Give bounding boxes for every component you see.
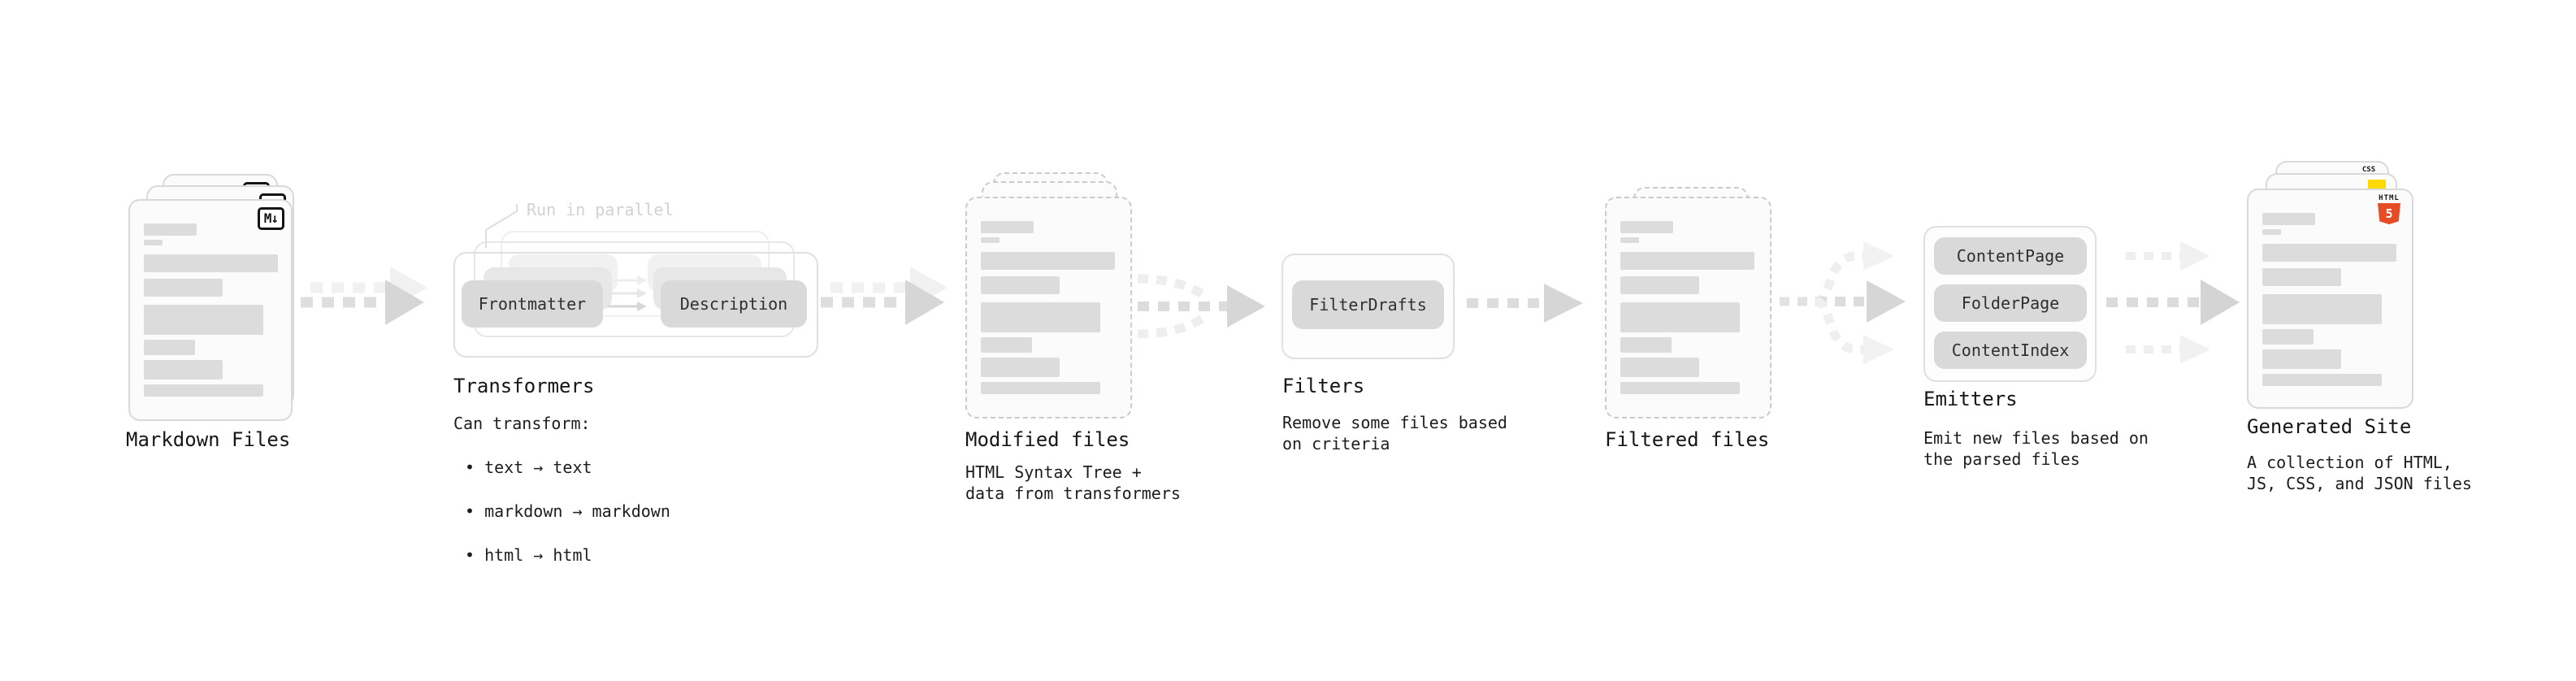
transformer-parallel-arrows: [608, 275, 647, 311]
transformers-bullets: text → text markdown → markdown html → h…: [465, 435, 670, 588]
arrow-modified-to-filters-merge: [1137, 274, 1265, 339]
generated-site-sublabel: A collection of HTML, JS, CSS, and JSON …: [2247, 453, 2472, 493]
site-file-card-html: HTML 5: [2247, 189, 2413, 409]
arrow-emitters-to-site: [2106, 241, 2240, 364]
filters-label: Filters: [1282, 375, 1365, 397]
document-placeholder-lines: [981, 221, 1115, 394]
generated-site-label: Generated Site: [2247, 415, 2412, 438]
filters-sublabel: Remove some files based on criteria: [1282, 413, 1507, 453]
modified-files-label: Modified files: [965, 428, 1130, 451]
run-in-parallel-leader-line: [485, 204, 518, 248]
folderpage-chip: FolderPage: [1934, 284, 2087, 322]
frontmatter-chip: Frontmatter: [462, 280, 603, 327]
arrow-filters-to-filtered: [1467, 284, 1583, 323]
js-file-icon: [2368, 180, 2386, 189]
transformers-sub-title: Can transform:: [453, 414, 591, 433]
filterdrafts-chip: FilterDrafts: [1292, 280, 1444, 329]
emitters-label: Emitters: [1923, 388, 2018, 410]
modified-files-sublabel: HTML Syntax Tree + data from transformer…: [965, 462, 1181, 503]
html5-icon: HTML 5: [2373, 194, 2405, 224]
bullet-html-to-html: html → html: [465, 544, 670, 566]
filtered-file-card-front: [1605, 197, 1772, 419]
arrow-transformers-to-modified: [821, 267, 948, 325]
modified-file-card-front: [965, 197, 1132, 419]
markdown-files-label: Markdown Files: [126, 428, 291, 451]
document-placeholder-lines: [1620, 221, 1754, 394]
transformers-layer-front: [453, 252, 818, 358]
emitters-sublabel: Emit new files based on the parsed files: [1923, 428, 2149, 469]
bullet-markdown-to-markdown: markdown → markdown: [465, 501, 670, 523]
document-placeholder-lines: [2262, 213, 2396, 386]
arrow-filtered-to-emitters-split: [1780, 241, 1906, 364]
filtered-files-label: Filtered files: [1605, 428, 1770, 451]
contentindex-chip: ContentIndex: [1934, 332, 2087, 369]
html5-shield: 5: [2378, 203, 2400, 224]
run-in-parallel-note: Run in parallel: [527, 200, 674, 219]
document-placeholder-lines: [144, 223, 278, 397]
markdown-icon: M↓: [257, 207, 284, 230]
arrow-markdown-to-transformers: [301, 267, 427, 325]
markdown-file-card-front: M↓: [128, 199, 293, 421]
bullet-text-to-text: text → text: [465, 457, 670, 479]
transformers-label: Transformers: [453, 375, 595, 397]
contentpage-chip: ContentPage: [1934, 237, 2087, 275]
description-chip: Description: [661, 280, 807, 327]
